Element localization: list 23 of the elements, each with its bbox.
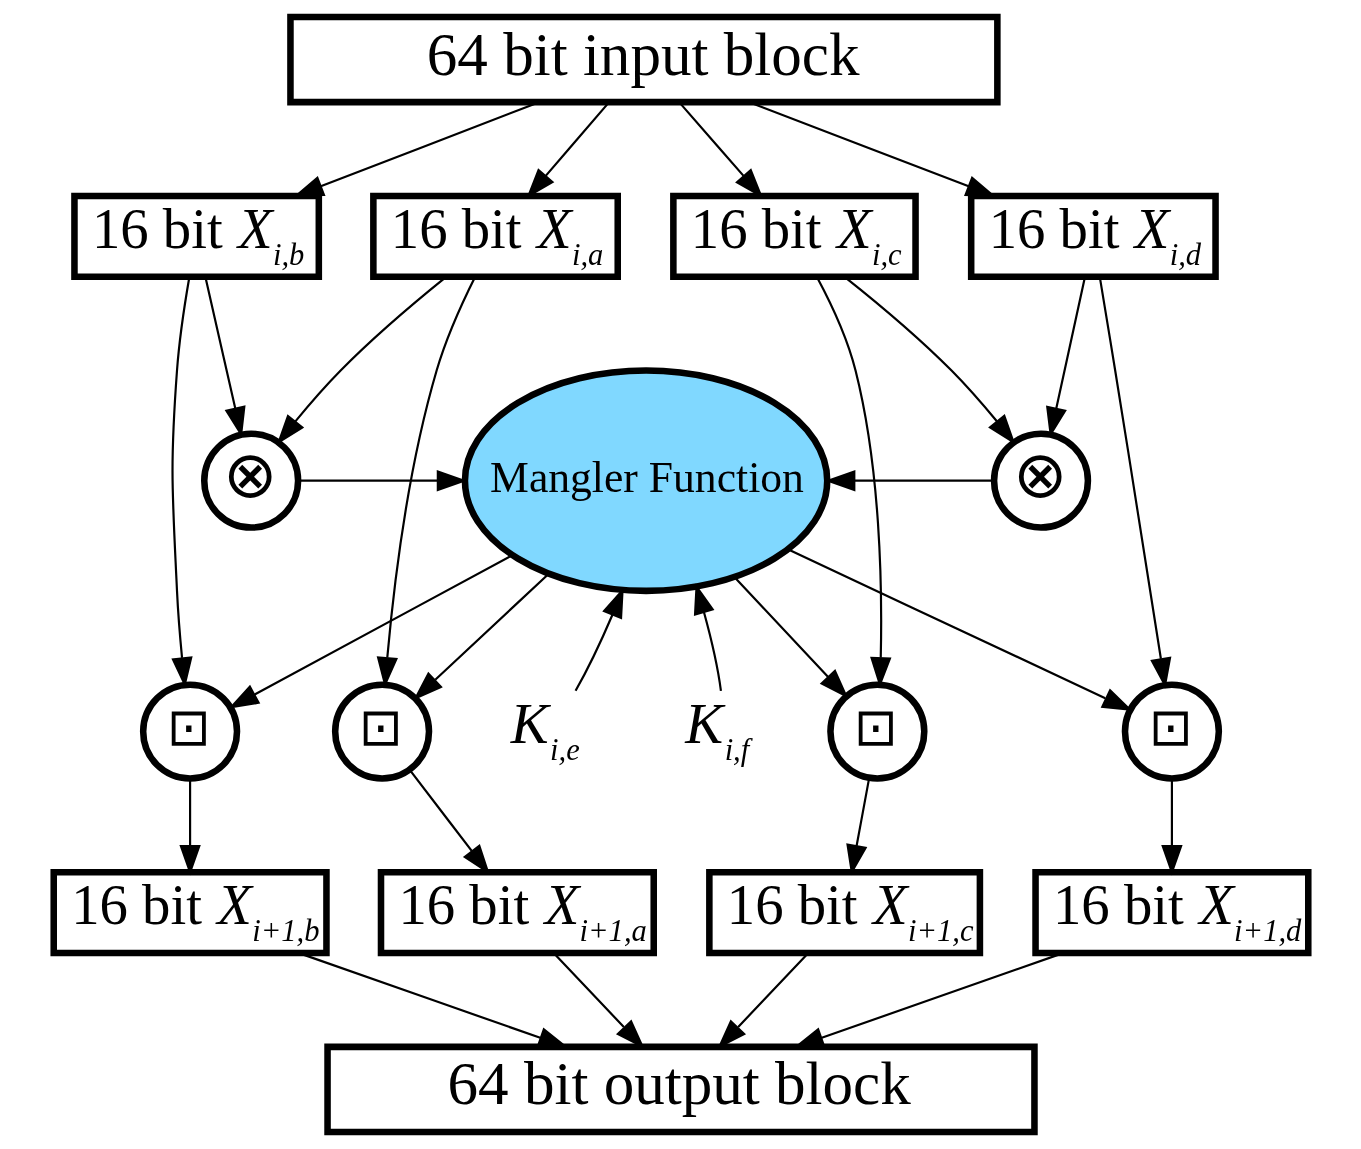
arrow — [693, 583, 722, 691]
arrow — [733, 576, 848, 699]
node-circle: ⊗ — [990, 430, 1091, 531]
node-box: 16 bit X$_{i,c}$ — [669, 192, 919, 280]
node-circle: ⊡ — [331, 681, 432, 782]
node-circle: ⊡ — [826, 681, 928, 782]
node-box: 16 bit X$_{i+1,b}$ — [49, 869, 330, 957]
node-box: 64 bit output block — [323, 1043, 1038, 1136]
node-box: 16 bit X$_{i+1,a}$ — [377, 869, 657, 957]
arrow — [178, 779, 201, 876]
arrow — [1098, 277, 1171, 689]
arrow — [1160, 779, 1183, 876]
node-box: 16 bit X$_{i,a}$ — [369, 192, 621, 280]
node-ellipse: Mangler Function — [461, 367, 830, 595]
node-box: 16 bit X$_{i,b}$ — [70, 192, 322, 280]
node-box: 64 bit input block — [286, 13, 1001, 106]
node-circle: ⊡ — [1121, 681, 1222, 782]
node-circle: ⊗ — [200, 430, 301, 531]
node-box: 16 bit X$_{i,d}$ — [967, 192, 1219, 280]
node-box: 16 bit X$_{i+1,d}$ — [1031, 869, 1312, 957]
node-text: K$_{i,e}$ — [510, 692, 580, 768]
node-box: 16 bit X$_{i+1,c}$ — [705, 869, 983, 957]
node-circle: ⊡ — [139, 681, 240, 782]
